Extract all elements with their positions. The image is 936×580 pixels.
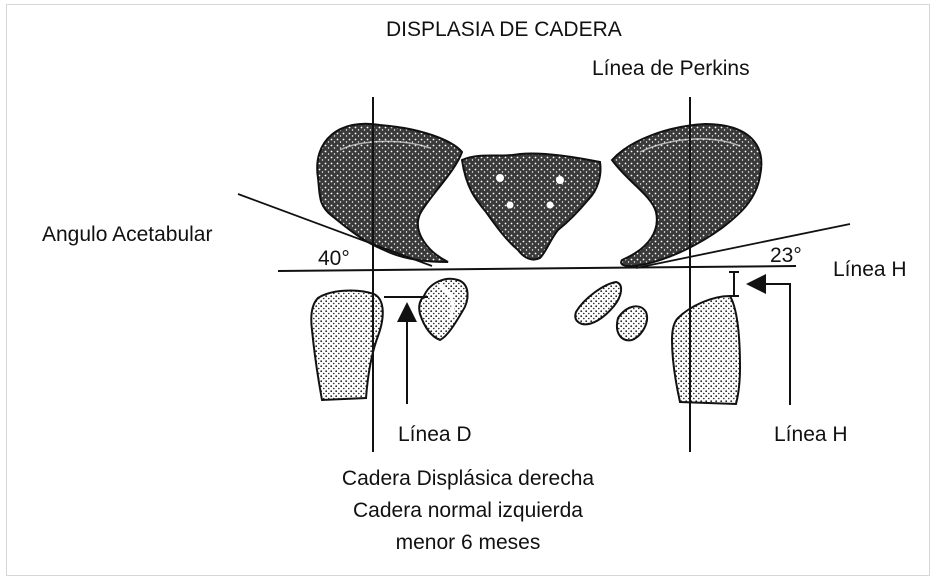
acetabular-angle-label: Angulo Acetabular — [42, 224, 212, 245]
caption-line-2: Cadera normal izquierda — [0, 500, 936, 521]
diagram-title: DISPLASIA DE CADERA — [386, 19, 622, 40]
linea-h-bottom-label: Línea H — [774, 424, 848, 445]
angle-23-label: 23° — [770, 245, 802, 266]
linea-h-top-label: Línea H — [833, 259, 907, 280]
left-femur — [672, 296, 740, 404]
angle-40-label: 40° — [318, 248, 350, 269]
linea-h-pointer — [750, 284, 790, 405]
hilgenreiner-line — [278, 266, 796, 271]
right-ilium — [317, 124, 462, 262]
linea-d-label: Línea D — [398, 424, 472, 445]
caption-line-3: menor 6 meses — [0, 532, 936, 553]
left-femoral-fragment — [575, 282, 621, 324]
perkins-label: Línea de Perkins — [592, 58, 750, 79]
left-ischium-fragment — [617, 306, 647, 340]
caption-line-1: Cadera Displásica derecha — [0, 468, 936, 489]
sacrum — [462, 153, 601, 259]
